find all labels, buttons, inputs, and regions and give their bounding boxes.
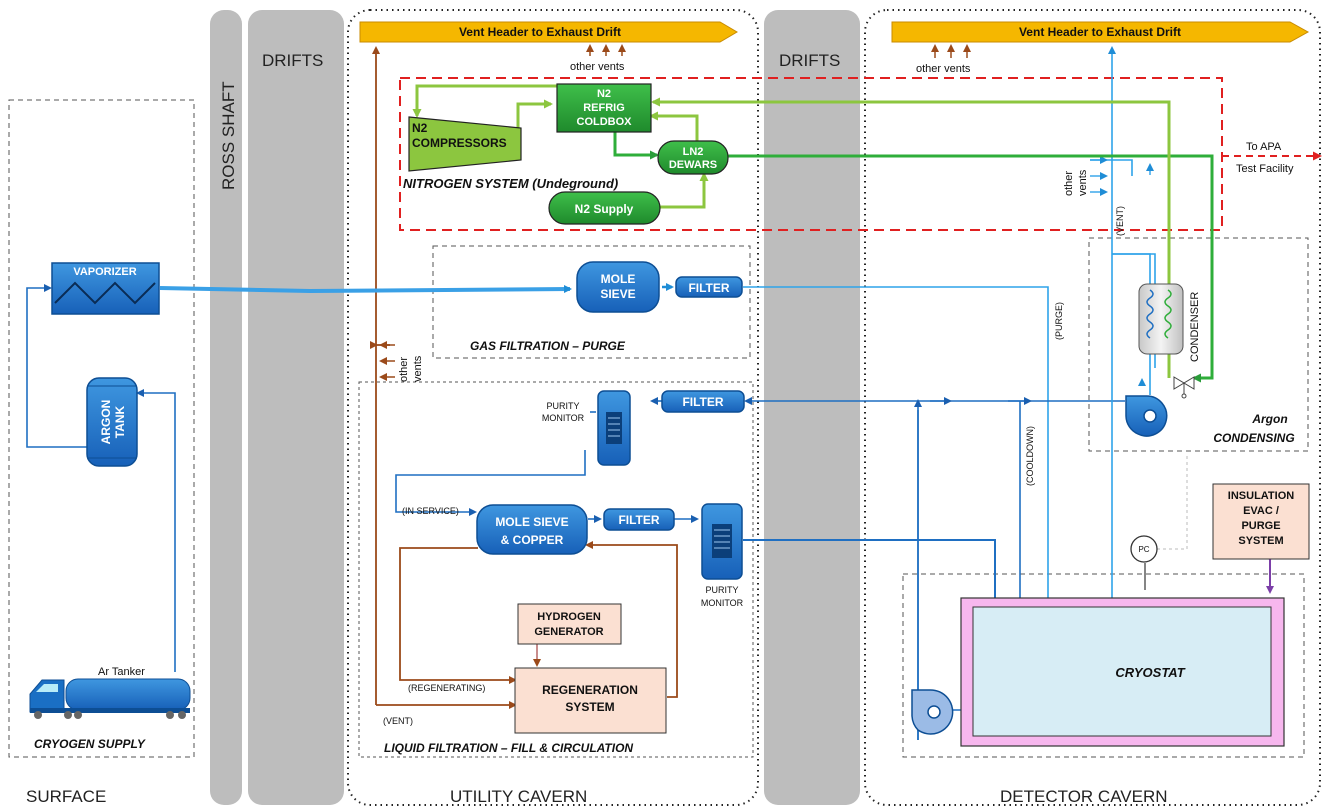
other-vents-utility-2: vents bbox=[412, 355, 424, 382]
drifts-left-band bbox=[248, 10, 344, 805]
condenser-label: CONDENSER bbox=[1189, 292, 1201, 362]
nitrogen-section-label: NITROGEN SYSTEM (Undeground) bbox=[403, 176, 618, 191]
hydrogen-generator-block bbox=[517, 603, 622, 645]
to-apa-label-2: Test Facility bbox=[1236, 163, 1294, 175]
gas-filtration-zone bbox=[432, 245, 751, 359]
purity-monitor-bottom bbox=[701, 503, 743, 580]
insulation-label-2: EVAC / bbox=[1243, 505, 1279, 517]
filter-liquid-mid-label: FILTER bbox=[618, 513, 659, 527]
pc-label: PC bbox=[1138, 545, 1149, 554]
other-vents-detector-1: other bbox=[1063, 171, 1075, 196]
cryostat-inner bbox=[972, 606, 1272, 737]
mole-sieve-gas-label-2: SIEVE bbox=[600, 287, 635, 301]
regeneration-system-block bbox=[514, 667, 667, 734]
other-vents-top-left: other vents bbox=[570, 61, 625, 73]
vaporizer-block bbox=[51, 262, 160, 315]
cryostat-zone bbox=[902, 573, 1305, 758]
argon-tank-label-2: TANK bbox=[113, 405, 127, 438]
condenser-unit bbox=[1138, 283, 1184, 355]
ln2-dewars-block bbox=[657, 140, 729, 175]
n2-refrig-label-2: REFRIG bbox=[583, 102, 625, 114]
purity-monitor-bottom-label-1: PURITY bbox=[705, 585, 738, 595]
purity-monitor-top-label-1: PURITY bbox=[546, 401, 579, 411]
liquid-filtration-section-label: LIQUID FILTRATION – FILL & CIRCULATION bbox=[384, 741, 633, 755]
mole-sieve-copper-label-1: MOLE SIEVE bbox=[495, 515, 568, 529]
argon-tank-label-1: ARGON bbox=[99, 400, 113, 445]
argon-condensing-label-2: CONDENSING bbox=[1213, 431, 1294, 445]
cryostat-label: CRYOSTAT bbox=[1115, 665, 1185, 680]
ross-shaft bbox=[210, 10, 242, 805]
mole-sieve-copper-block bbox=[476, 504, 588, 555]
filter-gas-label: FILTER bbox=[688, 281, 729, 295]
n2-supply-label: N2 Supply bbox=[575, 202, 634, 216]
vent-detector-label: (VENT) bbox=[1115, 206, 1125, 236]
drifts-left-label: DRIFTS bbox=[262, 51, 323, 70]
mole-sieve-gas-label-1: MOLE bbox=[601, 272, 636, 286]
ar-tanker-truck bbox=[29, 678, 191, 719]
ar-tanker-label: Ar Tanker bbox=[98, 666, 145, 678]
purity-monitor-top bbox=[597, 390, 631, 466]
other-vents-utility-1: other bbox=[398, 357, 410, 382]
pc-gauge bbox=[1130, 535, 1158, 563]
n2-compressors-label-2: COMPRESSORS bbox=[412, 136, 507, 150]
vaporizer-label: VAPORIZER bbox=[73, 266, 136, 278]
filter-gas-block bbox=[675, 276, 743, 298]
vent-utility-label: (VENT) bbox=[383, 716, 413, 726]
filter-liquid-mid bbox=[603, 508, 675, 531]
zone-label-surface: SURFACE bbox=[26, 787, 106, 806]
regeneration-label-2: SYSTEM bbox=[565, 700, 614, 714]
n2-supply-block bbox=[548, 191, 661, 225]
n2-refrig-label-3: COLDBOX bbox=[577, 116, 633, 128]
filter-liquid-top-label: FILTER bbox=[682, 395, 723, 409]
cryogen-supply-label: CRYOGEN SUPPLY bbox=[34, 737, 146, 751]
cryostat-pump bbox=[911, 689, 954, 735]
drifts-right-band bbox=[764, 10, 860, 805]
hydrogen-generator-label-1: HYDROGEN bbox=[537, 611, 601, 623]
mole-sieve-gas-block bbox=[576, 261, 660, 313]
n2-refrig-label-1: N2 bbox=[597, 88, 611, 100]
to-apa-label-1: To APA bbox=[1246, 141, 1282, 153]
utility-cavern-zone bbox=[347, 9, 759, 806]
other-vents-top-right: other vents bbox=[916, 63, 971, 75]
vent-header-left-label: Vent Header to Exhaust Drift bbox=[459, 25, 621, 39]
gas-filtration-section-label: GAS FILTRATION – PURGE bbox=[470, 339, 626, 353]
detector-cavern-zone bbox=[864, 9, 1321, 806]
vent-header-right bbox=[891, 21, 1310, 43]
vent-header-right-label: Vent Header to Exhaust Drift bbox=[1019, 25, 1181, 39]
argon-condensing-label-1: Argon bbox=[1251, 412, 1287, 426]
n2-compressors-label-1: N2 bbox=[412, 121, 428, 135]
vent-header-left bbox=[359, 21, 738, 43]
surface-zone bbox=[8, 99, 195, 758]
hydrogen-generator-label-2: GENERATOR bbox=[534, 626, 603, 638]
regeneration-label-1: REGENERATION bbox=[542, 683, 638, 697]
regenerating-label: (REGENERATING) bbox=[408, 683, 485, 693]
mole-sieve-copper-label-2: & COPPER bbox=[501, 533, 564, 547]
zone-label-detector: DETECTOR CAVERN bbox=[1000, 787, 1168, 806]
cooldown-label: (COOLDOWN) bbox=[1025, 426, 1035, 486]
purity-monitor-top-label-2: MONITOR bbox=[542, 413, 585, 423]
liquid-filtration-zone bbox=[358, 381, 754, 758]
nitrogen-system-zone bbox=[399, 77, 1223, 231]
argon-condensing-zone bbox=[1088, 237, 1309, 452]
ross-shaft-label: ROSS SHAFT bbox=[219, 81, 238, 190]
other-vents-detector-2: vents bbox=[1077, 169, 1089, 196]
purge-label: (PURGE) bbox=[1054, 302, 1064, 340]
argon-tank bbox=[86, 377, 138, 467]
drifts-right-label: DRIFTS bbox=[779, 51, 840, 70]
insulation-label-1: INSULATION bbox=[1228, 490, 1294, 502]
filter-liquid-top bbox=[661, 390, 745, 413]
n2-compressors-block bbox=[408, 116, 522, 172]
purity-monitor-bottom-label-2: MONITOR bbox=[701, 598, 744, 608]
ln2-dewars-label-2: DEWARS bbox=[669, 159, 717, 171]
zone-label-utility: UTILITY CAVERN bbox=[450, 787, 587, 806]
in-service-label: (IN SERVICE) bbox=[402, 506, 459, 516]
condensing-pump bbox=[1125, 395, 1168, 437]
insulation-evac-purge-block bbox=[1212, 483, 1310, 560]
n2-refrig-coldbox-block bbox=[556, 83, 652, 133]
insulation-label-3: PURGE bbox=[1241, 520, 1280, 532]
ln2-dewars-label-1: LN2 bbox=[683, 146, 704, 158]
valve-icon bbox=[1173, 376, 1195, 399]
insulation-label-4: SYSTEM bbox=[1238, 535, 1283, 547]
